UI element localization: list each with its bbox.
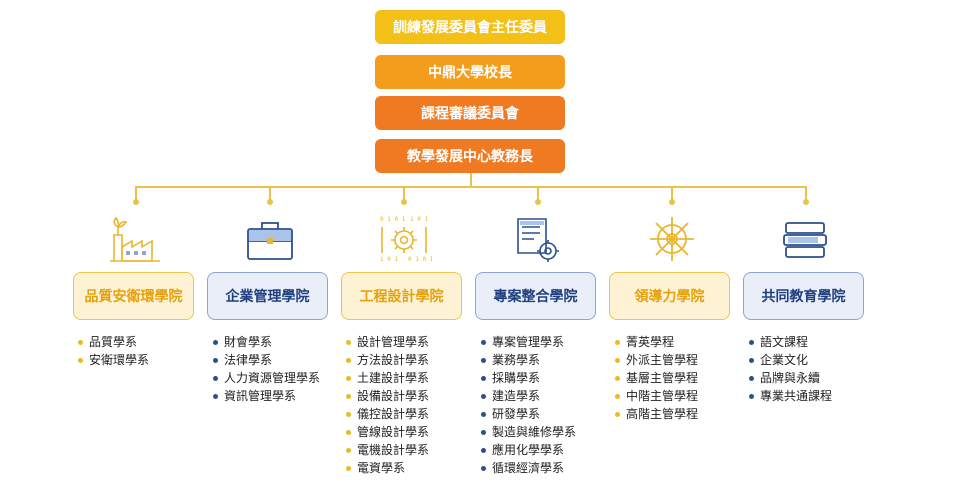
list-item: 企業文化 (749, 351, 832, 369)
svg-text:0 1 0 1: 0 1 0 1 (380, 216, 406, 223)
branch-line (135, 186, 807, 188)
svg-text:0 1 0 1: 0 1 0 1 (408, 256, 432, 263)
college-box-quality-safety: 品質安衛環學院 (73, 272, 194, 320)
list-item: 菁英學程 (615, 333, 698, 351)
svg-text:1 0 1: 1 0 1 (380, 256, 398, 263)
list-item: 業務學系 (481, 351, 576, 369)
department-list-project-integration: 專案管理學系 業務學系 採購學系 建造學系 研發學系 製造與維修學系 應用化學學… (481, 333, 576, 477)
drop-dot (535, 199, 541, 205)
list-item: 儀控設計學系 (346, 405, 429, 423)
list-item: 電資學系 (346, 459, 429, 477)
list-item: 採購學系 (481, 369, 576, 387)
drop-line-3 (403, 186, 405, 202)
list-item: 安衛環學系 (78, 351, 149, 369)
list-item: 應用化學學系 (481, 441, 576, 459)
department-list-engineering-design: 設計管理學系 方法設計學系 土建設計學系 設備設計學系 儀控設計學系 管線設計學… (346, 333, 429, 477)
ship-wheel-icon (650, 217, 694, 261)
college-name: 企業管理學院 (225, 289, 310, 305)
college-name: 工程設計學院 (359, 289, 444, 305)
list-item: 研發學系 (481, 405, 576, 423)
college-box-engineering-design: 工程設計學院 (341, 272, 462, 320)
list-item: 管線設計學系 (346, 423, 429, 441)
list-item: 資訊管理學系 (213, 387, 320, 405)
top-box-label: 教學發展中心教務長 (407, 149, 533, 165)
drop-line-4 (537, 186, 539, 202)
drop-line-6 (805, 186, 807, 202)
factory-icon (110, 216, 160, 262)
list-item: 高階主管學程 (615, 405, 698, 423)
college-box-general-education: 共同教育學院 (743, 272, 864, 320)
gear-binary-icon: 0 1 0 1 1 0 1 1 0 1 0 1 0 1 (380, 216, 432, 263)
college-name: 領導力學院 (634, 289, 705, 305)
list-item: 品牌與永續 (749, 369, 832, 387)
list-item: 專案管理學系 (481, 333, 576, 351)
drop-dot (803, 199, 809, 205)
college-box-project-integration: 專案整合學院 (475, 272, 596, 320)
college-name: 專案整合學院 (493, 289, 578, 305)
list-item: 方法設計學系 (346, 351, 429, 369)
list-item: 基層主管學程 (615, 369, 698, 387)
trunk-line (470, 173, 472, 187)
department-list-leadership: 菁英學程 外派主管學程 基層主管學程 中階主管學程 高階主管學程 (615, 333, 698, 423)
drop-line-1 (135, 186, 137, 202)
top-box-dean: 教學發展中心教務長 (375, 139, 565, 173)
top-box-committee-chair: 訓練發展委員會主任委員 (375, 10, 565, 44)
drop-line-5 (671, 186, 673, 202)
drop-line-2 (269, 186, 271, 202)
drop-dot (669, 199, 675, 205)
department-list-business-management: 財會學系 法律學系 人力資源管理學系 資訊管理學系 (213, 333, 320, 405)
top-box-curriculum-committee: 課程審議委員會 (375, 96, 565, 130)
college-box-leadership: 領導力學院 (609, 272, 730, 320)
list-item: 電機設計學系 (346, 441, 429, 459)
college-name: 品質安衛環學院 (84, 289, 183, 305)
briefcase-icon (247, 222, 293, 260)
list-item: 法律學系 (213, 351, 320, 369)
list-item: 設備設計學系 (346, 387, 429, 405)
top-box-president: 中鼎大學校長 (375, 55, 565, 89)
list-item: 土建設計學系 (346, 369, 429, 387)
svg-text:1 0 1: 1 0 1 (410, 216, 428, 223)
drop-dot (267, 199, 273, 205)
list-item: 建造學系 (481, 387, 576, 405)
drop-dot (401, 199, 407, 205)
top-box-label: 課程審議委員會 (421, 106, 519, 122)
list-item: 人力資源管理學系 (213, 369, 320, 387)
list-item: 品質學系 (78, 333, 149, 351)
drop-dot (133, 199, 139, 205)
list-item: 中階主管學程 (615, 387, 698, 405)
list-item: 製造與維修學系 (481, 423, 576, 441)
books-icon (783, 222, 827, 258)
department-list-quality-safety: 品質學系 安衛環學系 (78, 333, 149, 369)
list-item: 設計管理學系 (346, 333, 429, 351)
list-item: 語文課程 (749, 333, 832, 351)
list-item: 財會學系 (213, 333, 320, 351)
list-item: 外派主管學程 (615, 351, 698, 369)
top-box-label: 中鼎大學校長 (428, 65, 512, 81)
list-item: 專業共通課程 (749, 387, 832, 405)
college-box-business-management: 企業管理學院 (207, 272, 328, 320)
document-gear-icon (517, 218, 559, 262)
department-list-general-education: 語文課程 企業文化 品牌與永續 專業共通課程 (749, 333, 832, 405)
top-box-label: 訓練發展委員會主任委員 (393, 20, 547, 36)
list-item: 循環經濟學系 (481, 459, 576, 477)
college-name: 共同教育學院 (761, 289, 846, 305)
